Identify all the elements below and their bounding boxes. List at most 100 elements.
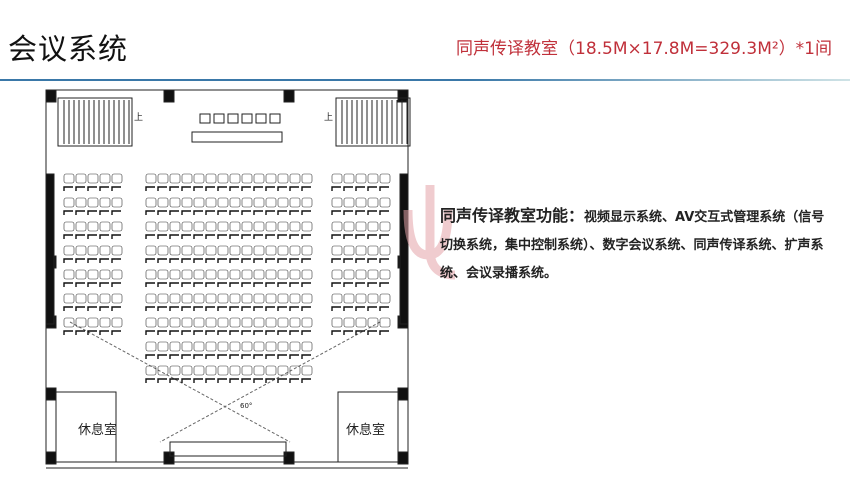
- seat: [63, 293, 75, 304]
- seat-desk: [99, 306, 109, 311]
- seat-desk: [87, 258, 97, 263]
- seat-desk: [63, 306, 73, 311]
- seat: [87, 197, 99, 208]
- seat: [289, 245, 301, 256]
- seat: [169, 173, 181, 184]
- seat: [87, 293, 99, 304]
- seat: [157, 221, 169, 232]
- seat-desk: [145, 258, 155, 263]
- seat-desk: [229, 210, 239, 215]
- seat-desk: [253, 354, 263, 359]
- seat-desk: [205, 234, 215, 239]
- seat-desk: [75, 234, 85, 239]
- seat-desk: [169, 378, 179, 383]
- seat: [379, 269, 391, 280]
- seat-desk: [157, 306, 167, 311]
- page-title: 会议系统: [8, 32, 129, 66]
- seat-desk: [367, 282, 377, 287]
- seat-desk: [301, 378, 311, 383]
- lounge-left-label: 休息室: [78, 422, 117, 438]
- seat-desk: [63, 258, 73, 263]
- seat-desk: [289, 330, 299, 335]
- seat: [205, 197, 217, 208]
- seat-desk: [205, 330, 215, 335]
- seat: [241, 245, 253, 256]
- seat: [87, 173, 99, 184]
- seat-desk: [157, 186, 167, 191]
- seat: [253, 245, 265, 256]
- seat-desk: [75, 330, 85, 335]
- seat: [217, 197, 229, 208]
- seat: [355, 197, 367, 208]
- seat-desk: [229, 330, 239, 335]
- seat: [379, 293, 391, 304]
- seat: [145, 293, 157, 304]
- seat: [367, 173, 379, 184]
- seat-desk: [229, 186, 239, 191]
- seat: [193, 365, 205, 376]
- seat-desk: [241, 210, 251, 215]
- seat-desk: [145, 330, 155, 335]
- seat: [181, 269, 193, 280]
- seat-desk: [217, 234, 227, 239]
- seat: [253, 269, 265, 280]
- room-function-description: 同声传译教室功能：视频显示系统、AV交互式管理系统（信号切换系统，集中控制系统）…: [440, 202, 825, 288]
- seat-desk: [253, 210, 263, 215]
- seat: [253, 173, 265, 184]
- stairs-up-right-label: 上: [324, 112, 333, 123]
- seat-desk: [205, 354, 215, 359]
- seat-desk: [289, 354, 299, 359]
- seat: [205, 365, 217, 376]
- seat: [301, 365, 313, 376]
- seat-desk: [229, 234, 239, 239]
- seat: [145, 173, 157, 184]
- seat: [181, 293, 193, 304]
- seat: [229, 245, 241, 256]
- seat: [301, 245, 313, 256]
- seat: [145, 365, 157, 376]
- seat: [253, 365, 265, 376]
- seat-desk: [289, 306, 299, 311]
- seat-desk: [265, 234, 275, 239]
- seat-desk: [217, 330, 227, 335]
- seat-desk: [75, 210, 85, 215]
- seat: [367, 221, 379, 232]
- seat: [355, 269, 367, 280]
- seat-desk: [331, 306, 341, 311]
- seat: [241, 341, 253, 352]
- seat: [331, 269, 343, 280]
- seat: [145, 245, 157, 256]
- seat-desk: [217, 282, 227, 287]
- seat: [229, 173, 241, 184]
- seat-desk: [367, 210, 377, 215]
- lounge-right-label: 休息室: [346, 422, 385, 438]
- seat: [241, 293, 253, 304]
- seat: [277, 173, 289, 184]
- structural-column: [45, 89, 57, 103]
- seat: [63, 317, 75, 328]
- seat-desk: [99, 210, 109, 215]
- seat: [253, 197, 265, 208]
- wall-segment-left: [45, 173, 55, 325]
- seat: [265, 197, 277, 208]
- seat-desk: [75, 186, 85, 191]
- seat-desk: [63, 330, 73, 335]
- seat: [169, 269, 181, 280]
- seat-desk: [75, 282, 85, 287]
- seat: [277, 341, 289, 352]
- seat: [241, 365, 253, 376]
- seat-desk: [253, 258, 263, 263]
- seat: [205, 269, 217, 280]
- seat: [145, 269, 157, 280]
- seat-desk: [145, 282, 155, 287]
- seat: [265, 173, 277, 184]
- seat: [193, 221, 205, 232]
- seat-desk: [301, 330, 311, 335]
- seat-desk: [277, 234, 287, 239]
- seat-desk: [111, 282, 121, 287]
- seat-desk: [355, 210, 365, 215]
- seat-desk: [265, 210, 275, 215]
- seat: [253, 293, 265, 304]
- seat-desk: [169, 234, 179, 239]
- seat: [87, 269, 99, 280]
